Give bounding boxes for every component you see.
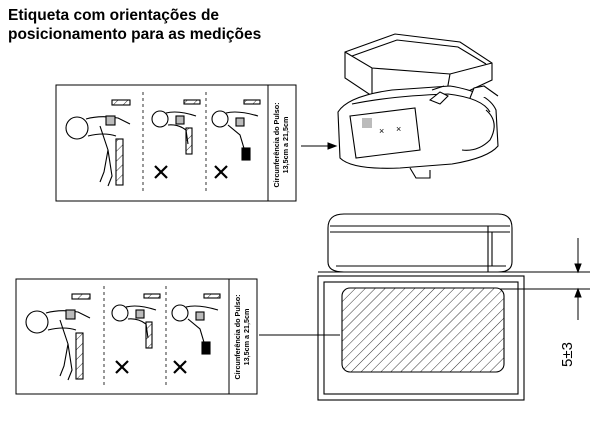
lower-instruction-label xyxy=(15,278,258,395)
wrong-position-figure xyxy=(151,99,201,155)
title-line-1: Etiqueta com orientações de xyxy=(8,7,220,24)
cross-mark-icon xyxy=(115,360,129,374)
dimension-marker xyxy=(500,238,590,320)
wrong-position-figure xyxy=(111,293,161,349)
page-title: Etiqueta com orientações de posicionamen… xyxy=(8,6,261,44)
cross-mark-icon xyxy=(214,165,228,179)
dimension-label: 5±3 xyxy=(559,342,576,367)
correct-position-figure xyxy=(65,99,131,187)
correct-position-figure xyxy=(25,293,91,381)
cross-mark-icon xyxy=(173,360,187,374)
wrong-position-figure xyxy=(211,99,261,161)
svg-text:×: × xyxy=(379,126,384,136)
device-front-view xyxy=(317,213,525,401)
wrong-position-figure xyxy=(171,293,221,355)
upper-circumference-text: Circunferência do Pulso: 13,5cm a 21,5cm xyxy=(272,102,290,188)
cross-mark-icon xyxy=(154,165,168,179)
upper-instruction-label xyxy=(55,84,297,202)
device-isometric-illustration: × × xyxy=(337,33,499,179)
lower-circumference-text: Circunferência do Pulso: 13,5cm a 21,5cm xyxy=(233,294,251,380)
arrow-icon xyxy=(301,142,338,150)
title-line-2: posicionamento para as medições xyxy=(8,26,262,43)
svg-text:×: × xyxy=(396,124,401,134)
